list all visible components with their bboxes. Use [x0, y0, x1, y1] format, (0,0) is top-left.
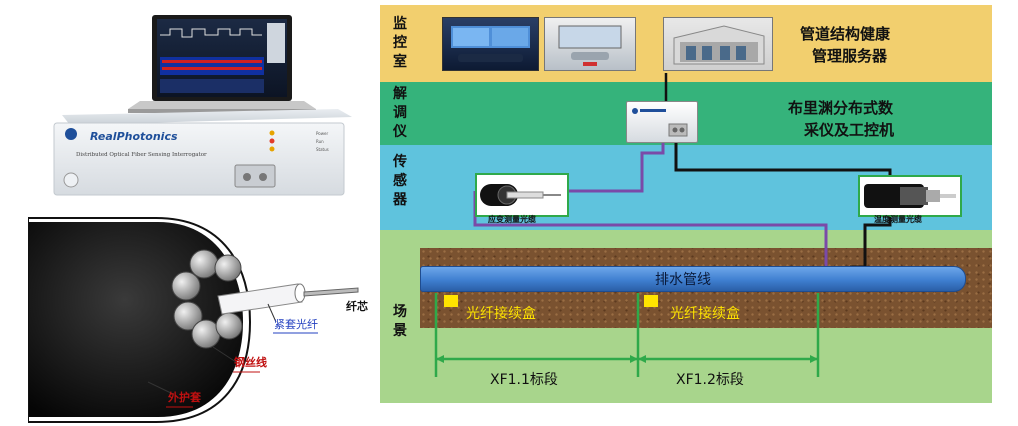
junction-box-1	[444, 295, 458, 307]
segment-label-1: XF1.1标段	[490, 372, 558, 388]
drain-pipe	[420, 266, 966, 292]
label-core: 纤芯	[346, 300, 368, 313]
cable-illustration	[28, 217, 359, 423]
segment-label-2: XF1.2标段	[676, 372, 744, 388]
band-label-demodulator: 解 调 仪	[393, 86, 407, 140]
indicator-run: Run	[316, 139, 324, 144]
pipe-label: 排水管线	[655, 272, 711, 288]
junction-box-2	[644, 295, 658, 307]
strain-cable-box	[475, 173, 569, 217]
monitor-room-photo-1	[442, 17, 539, 71]
daq-label-line1: 布里渊分布式数	[788, 99, 894, 117]
server-building-photo	[663, 17, 773, 71]
indicator-power: Power	[316, 131, 329, 136]
device-brand: RealPhotonics	[90, 130, 178, 143]
label-outer-sheath: 外护套	[168, 391, 201, 404]
temp-cable-label: 温度测量光缆	[874, 215, 922, 224]
interrogator-photo: RealPhotonics Distributed Optical Fiber …	[40, 5, 375, 210]
label-steel-wire: 钢丝线	[234, 356, 267, 369]
indicator-status: Status	[316, 147, 329, 152]
junction-box-1-label: 光纤接续盒	[466, 306, 536, 322]
band-label-sensor: 传 感 器	[393, 154, 407, 208]
interrogator-box	[53, 109, 352, 196]
junction-box-2-label: 光纤接续盒	[670, 306, 740, 322]
server-label-line1: 管道结构健康	[800, 25, 891, 43]
device-subtitle: Distributed Optical Fiber Sensing Interr…	[76, 152, 207, 158]
temp-cable-box	[858, 175, 962, 217]
monitor-room-photo-2	[544, 17, 636, 71]
segment-markers	[434, 293, 820, 377]
daq-label-line2: 采仪及工控机	[804, 121, 895, 139]
daq-device	[626, 101, 698, 143]
label-tight-fiber: 紧套光纤	[274, 318, 318, 331]
interrogator-illustration	[53, 15, 352, 196]
band-label-site: 场 景	[393, 304, 407, 339]
cable-structure-photo: 外护套 钢丝线 紧套光纤 纤芯	[28, 212, 375, 424]
band-label-monitor-room: 监 控 室	[393, 16, 407, 70]
server-label-line2: 管理服务器	[812, 47, 888, 65]
laptop	[128, 15, 316, 113]
strain-cable-label: 应变测量光缆	[488, 215, 536, 224]
system-diagram: 监 控 室 解 调 仪 传 感 器 场 景 管道结构健康 管理服务器	[380, 5, 992, 403]
